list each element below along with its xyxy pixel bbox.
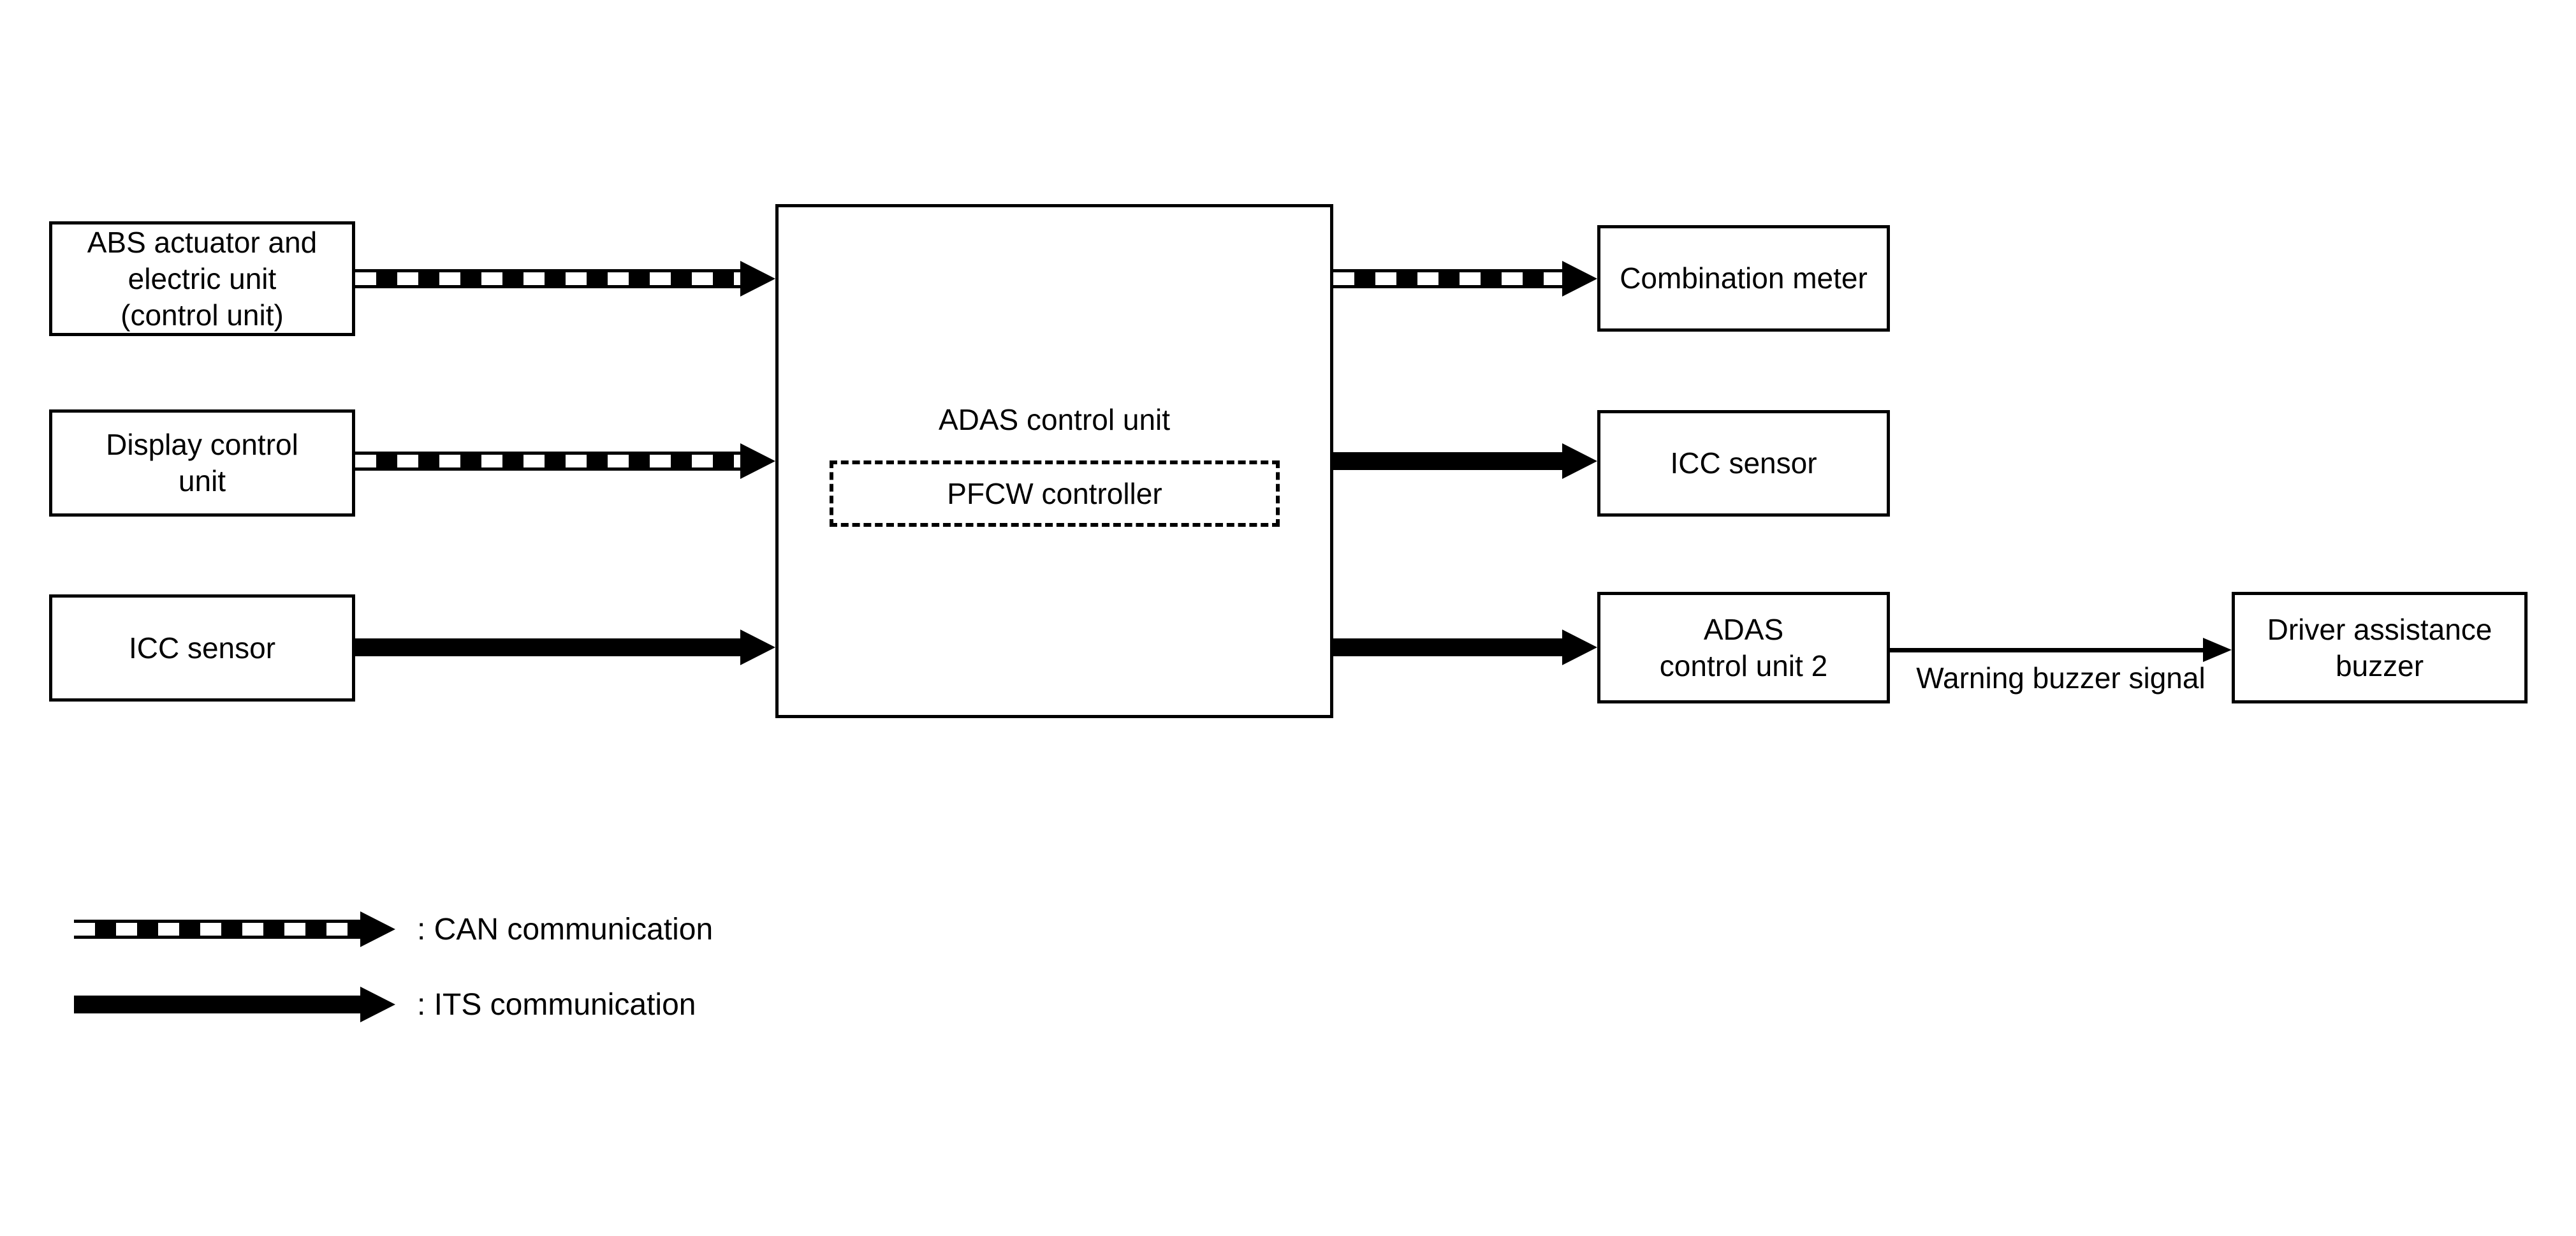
can-arrow-shaft (1333, 269, 1562, 288)
can-arrow-adas-to-combination-meter (1333, 261, 1597, 297)
its-arrow-shaft (1333, 452, 1562, 470)
legend-its-arrow (74, 987, 395, 1022)
adas-control-unit-label: ADAS control unit (938, 403, 1171, 436)
can-arrow-abs-to-adas (355, 261, 775, 297)
box-adas-control-unit: ADAS control unit PFCW controller (775, 204, 1333, 718)
its-arrow-shaft (1333, 638, 1562, 656)
arrowhead-icon (740, 261, 775, 297)
its-arrow-icc-to-adas (355, 629, 775, 665)
arrowhead-icon (2203, 638, 2232, 662)
its-arrow-adas-to-icc-sensor (1333, 443, 1597, 479)
box-combination-meter: Combination meter (1597, 225, 1890, 332)
arrowhead-icon (740, 629, 775, 665)
legend-its-label: : ITS communication (417, 987, 696, 1022)
signal-arrow-shaft (1890, 647, 2203, 652)
can-arrow-shaft (355, 269, 740, 288)
arrowhead-icon (1562, 261, 1597, 297)
signal-arrow-adas2-to-buzzer (1890, 638, 2232, 662)
box-pfcw-controller: PFCW controller (830, 460, 1280, 527)
its-arrow-shaft (355, 638, 740, 656)
arrowhead-icon (1562, 629, 1597, 665)
arrowhead-icon (360, 987, 395, 1022)
legend-can-label: : CAN communication (417, 912, 714, 946)
box-adas-control-unit-2: ADAS control unit 2 (1597, 592, 1890, 703)
legend-can-communication: : CAN communication (74, 911, 713, 947)
its-arrow-shaft (74, 996, 360, 1013)
arrowhead-icon (1562, 443, 1597, 479)
legend-its-communication: : ITS communication (74, 987, 696, 1022)
legend-can-arrow (74, 911, 395, 947)
box-abs-actuator-electric-unit: ABS actuator and electric unit (control … (49, 221, 355, 336)
warning-buzzer-signal-label: Warning buzzer signal (1916, 661, 2206, 695)
box-driver-assistance-buzzer: Driver assistance buzzer (2232, 592, 2528, 703)
can-arrow-shaft (74, 920, 360, 939)
box-icc-sensor-left: ICC sensor (49, 594, 355, 702)
arrowhead-icon (360, 911, 395, 947)
can-arrow-shaft (355, 452, 740, 471)
its-arrow-adas-to-adas2 (1333, 629, 1597, 665)
box-icc-sensor-right: ICC sensor (1597, 410, 1890, 517)
can-arrow-display-to-adas (355, 443, 775, 479)
arrowhead-icon (740, 443, 775, 479)
box-display-control-unit: Display control unit (49, 409, 355, 517)
